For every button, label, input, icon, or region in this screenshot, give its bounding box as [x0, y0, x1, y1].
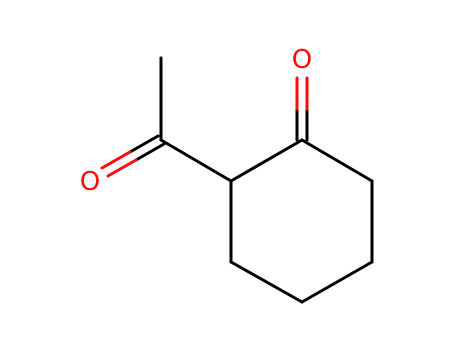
bond-ring-acetyl [159, 138, 233, 183]
bond-acetyl-double [100, 134, 166, 178]
atom-label-acetyl-oxygen: O [80, 167, 100, 197]
atom-label-ketone-oxygen: O [292, 45, 312, 75]
bond-ring-c4-c5 [229, 260, 304, 304]
bond-ketone-double [295, 76, 309, 142]
bond-ring-c1-c2 [300, 138, 374, 183]
bond-ring-c6-c1 [229, 138, 304, 183]
bond-ring-c3-c4 [300, 260, 374, 304]
